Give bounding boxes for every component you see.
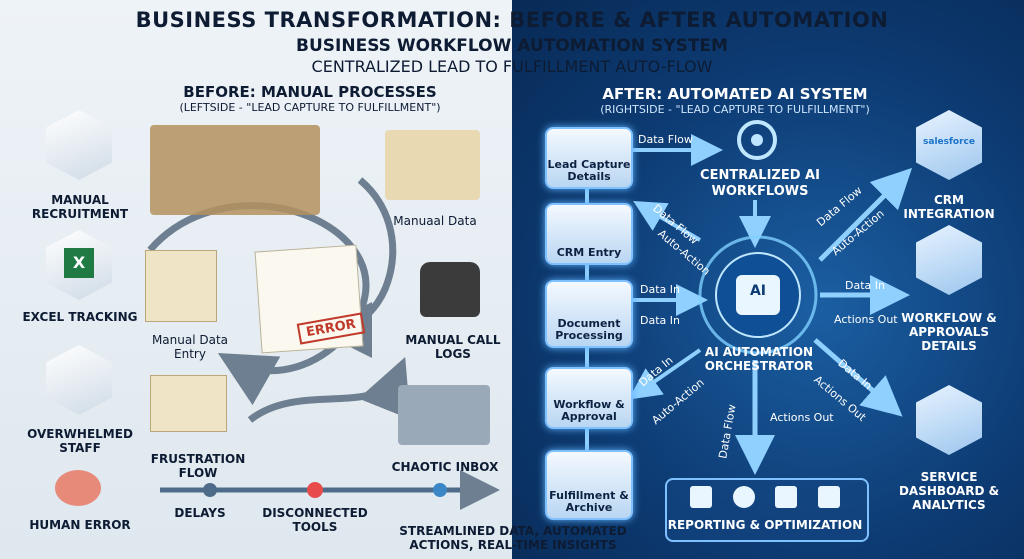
- label-chaotic-inbox: CHAOTIC INBOX: [391, 460, 499, 474]
- after-header: AFTER: AUTOMATED AI SYSTEM: [602, 85, 868, 103]
- label-manual-data: Manuaal Data: [393, 214, 477, 228]
- document-pile-icon: [150, 375, 227, 432]
- step-lead-capture: Lead Capture Details: [545, 127, 633, 189]
- side-item-excel: EXCEL TRACKING: [22, 310, 138, 324]
- step-workflow-approval: Workflow & Approval: [545, 367, 633, 429]
- cluttered-desk-icon: [150, 125, 320, 215]
- step-label: Fulfillment & Archive: [549, 489, 629, 514]
- output-crm: CRM INTEGRATION: [903, 193, 995, 221]
- dashboard-small-icon: [817, 486, 840, 508]
- output-dashboard: SERVICE DASHBOARD & ANALYTICS: [898, 470, 1000, 512]
- flow-label: Data In: [640, 314, 680, 327]
- step-label: Lead Capture Details: [547, 158, 631, 183]
- step-label: Document Processing: [555, 317, 623, 342]
- inbox-trays-icon: [398, 385, 490, 445]
- orchestrator-label: AI AUTOMATION ORCHESTRATOR: [704, 345, 814, 373]
- label-disconnected-tools: DISCONNECTED TOOLS: [262, 506, 368, 534]
- step-fulfillment-archive: Fulfillment & Archive: [545, 450, 633, 520]
- telephone-icon: [420, 262, 480, 317]
- label-manual-data-entry: Manual Data Entry: [151, 333, 229, 361]
- reporting-icons: [690, 486, 840, 508]
- side-item-recruitment: MANUAL RECRUITMENT: [31, 193, 129, 221]
- paper-forms-icon: [145, 250, 217, 322]
- flow-label: Data Flow: [638, 133, 693, 146]
- reporting-label: REPORTING & OPTIMIZATION: [667, 518, 863, 532]
- flow-label: Actions Out: [770, 411, 834, 424]
- side-item-staff: OVERWHELMED STAFF: [27, 427, 133, 455]
- flow-label: Data In: [640, 283, 680, 296]
- envelope-stack-icon: [385, 130, 480, 200]
- salesforce-logo: salesforce: [923, 137, 975, 147]
- tagline: CENTRALIZED LEAD TO FULFILLMENT AUTO-FLO…: [311, 57, 713, 76]
- label-delays: DELAYS: [174, 506, 226, 520]
- label-frustration-flow: FRUSTRATION FLOW: [150, 452, 246, 480]
- excel-logo-icon: X: [64, 248, 94, 278]
- wallet-icon: [775, 486, 798, 508]
- step-label: CRM Entry: [556, 246, 622, 259]
- main-title: BUSINESS TRANSFORMATION: BEFORE & AFTER …: [135, 8, 889, 32]
- brain-icon: [55, 470, 101, 506]
- flow-label: Data In: [845, 279, 885, 292]
- ai-chip-label: AI: [749, 283, 767, 299]
- hub-title: CENTRALIZED AI WORKFLOWS: [700, 168, 820, 199]
- footer-tagline: STREAMLINED DATA, AUTOMATED ACTIONS, REA…: [399, 524, 627, 552]
- step-document-processing: Document Processing: [545, 280, 633, 348]
- output-workflow: WORKFLOW & APPROVALS DETAILS: [901, 311, 997, 353]
- label-call-logs: MANUAL CALL LOGS: [405, 333, 501, 361]
- subtitle: BUSINESS WORKFLOW AUTOMATION SYSTEM: [296, 36, 728, 56]
- bar-chart-icon: [690, 486, 712, 508]
- step-label: Workflow & Approval: [553, 398, 625, 423]
- before-header: BEFORE: MANUAL PROCESSES: [183, 83, 437, 101]
- flow-label: Actions Out: [834, 313, 898, 326]
- before-subheader: (LEFTSIDE - "LEAD CAPTURE TO FULFILLMENT…: [179, 101, 441, 114]
- side-item-error: HUMAN ERROR: [29, 518, 131, 532]
- clock-icon: [732, 486, 755, 508]
- step-crm-entry: CRM Entry: [545, 203, 633, 265]
- after-subheader: (RIGHTSIDE - "LEAD CAPTURE TO FULFILLMEN…: [600, 103, 870, 116]
